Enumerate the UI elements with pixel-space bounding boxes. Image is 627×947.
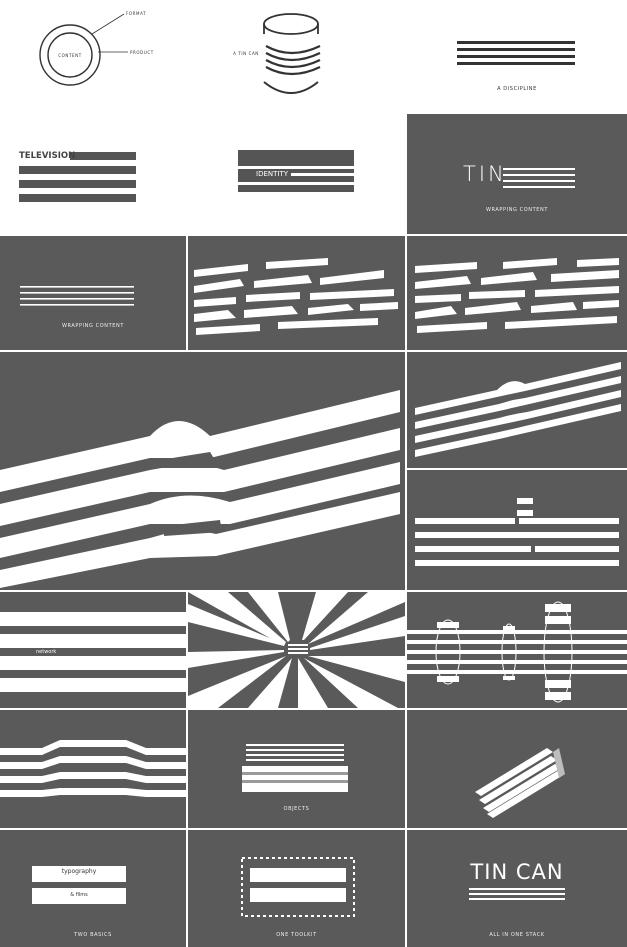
wave-letters-1	[188, 236, 405, 350]
panel-television: TELEVISION	[0, 112, 188, 234]
step-stripes	[407, 470, 627, 590]
cylinder-stripes	[407, 592, 627, 708]
diagonal-stripes-big	[0, 352, 405, 590]
outer-right-label: product	[130, 50, 164, 55]
panel-wrapping-lines: wrapping content	[0, 236, 186, 350]
network-stripes	[0, 592, 186, 708]
discipline-lines	[407, 0, 627, 112]
panel-identity: IDENTITY	[188, 112, 407, 234]
network-label: network	[36, 649, 56, 655]
panel-tin-can-logo: TIN CAN all in one stack	[407, 830, 627, 947]
panel-step-stripes	[407, 470, 627, 590]
panel-network: network	[0, 592, 186, 708]
toolkit-frame	[188, 830, 405, 947]
panel-two-basics: typography & films two basics	[0, 830, 186, 947]
discipline-caption: a discipline	[407, 86, 627, 92]
tin-can-underline	[407, 830, 627, 947]
tin-wordmark: TIN	[463, 162, 507, 186]
panel-big-diagonal	[0, 352, 405, 590]
extruded-stripes	[407, 710, 627, 828]
panel-objects: objects	[188, 710, 405, 828]
inner-circle-label: content	[50, 53, 90, 58]
wrapping-caption-left: wrapping content	[0, 323, 186, 329]
television-stripes	[0, 112, 188, 234]
panel-tunnel	[188, 592, 405, 708]
identity-label: IDENTITY	[256, 170, 288, 178]
panel-content-diagram: content format product	[0, 0, 188, 112]
tin-stripes	[407, 114, 627, 234]
panel-tin-can: a tin can	[188, 0, 407, 112]
films-label: & films	[32, 892, 126, 898]
panel-wave-letters-1	[188, 236, 405, 350]
television-label: TELEVISION	[19, 151, 75, 161]
concentric-circles-diagram	[0, 0, 188, 112]
panel-discipline: a discipline	[407, 0, 627, 112]
typography-label: typography	[32, 868, 126, 875]
wrapping-caption-top: wrapping content	[407, 207, 627, 213]
tin-can-icon	[188, 0, 407, 112]
wrapping-lines	[0, 236, 186, 350]
objects-caption: objects	[188, 806, 405, 812]
panel-one-toolkit: one toolkit	[188, 830, 405, 947]
panel-wave-letters-2	[407, 236, 627, 350]
all-in-one-caption: all in one stack	[407, 932, 627, 938]
identity-stripes	[188, 112, 407, 234]
folded-stripes	[0, 710, 186, 828]
two-basics-caption: two basics	[0, 932, 186, 938]
panel-cylinders	[407, 592, 627, 708]
wave-letters-2	[407, 236, 627, 350]
panel-small-diagonal	[407, 352, 627, 468]
panel-tin-wordmark: TIN wrapping content	[407, 114, 627, 234]
one-toolkit-caption: one toolkit	[188, 932, 405, 938]
panel-3d-bar	[407, 710, 627, 828]
outer-top-label: format	[126, 11, 156, 16]
diagonal-stripes-small	[407, 352, 627, 468]
tin-can-caption: a tin can	[228, 51, 264, 56]
tunnel-rays	[188, 592, 405, 708]
panel-folded-stripes	[0, 710, 186, 828]
